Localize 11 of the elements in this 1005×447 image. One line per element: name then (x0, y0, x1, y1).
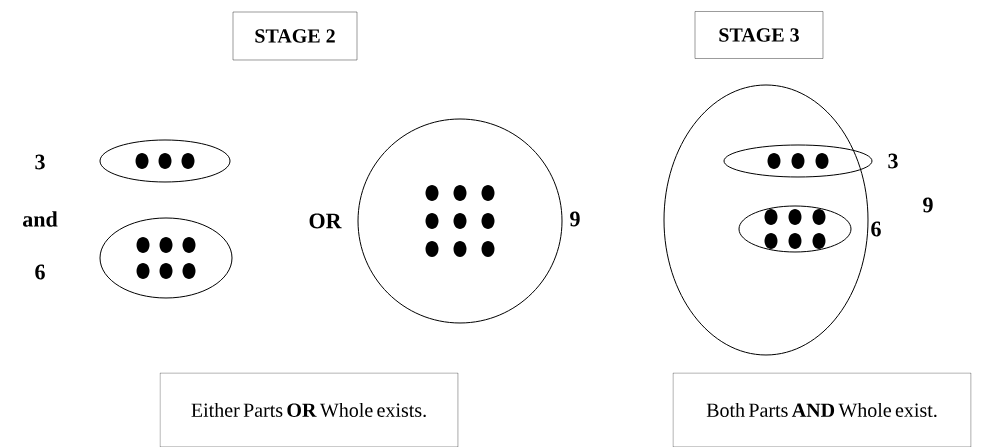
text-box: Both Parts AND Whole exist. (672, 372, 972, 447)
stage-title-box: STAGE 3 (694, 11, 824, 59)
number-label: 6 (871, 221, 881, 237)
number-label: 6 (35, 264, 45, 280)
word-label: and (23, 211, 58, 227)
number-label: 9 (923, 197, 933, 213)
text-box: Either Parts OR Whole exists. (159, 372, 459, 447)
stage-title-box: STAGE 2 (232, 11, 358, 61)
number-label: 3 (888, 153, 898, 169)
number-label: 3 (35, 154, 45, 170)
number-label: 9 (570, 211, 580, 227)
